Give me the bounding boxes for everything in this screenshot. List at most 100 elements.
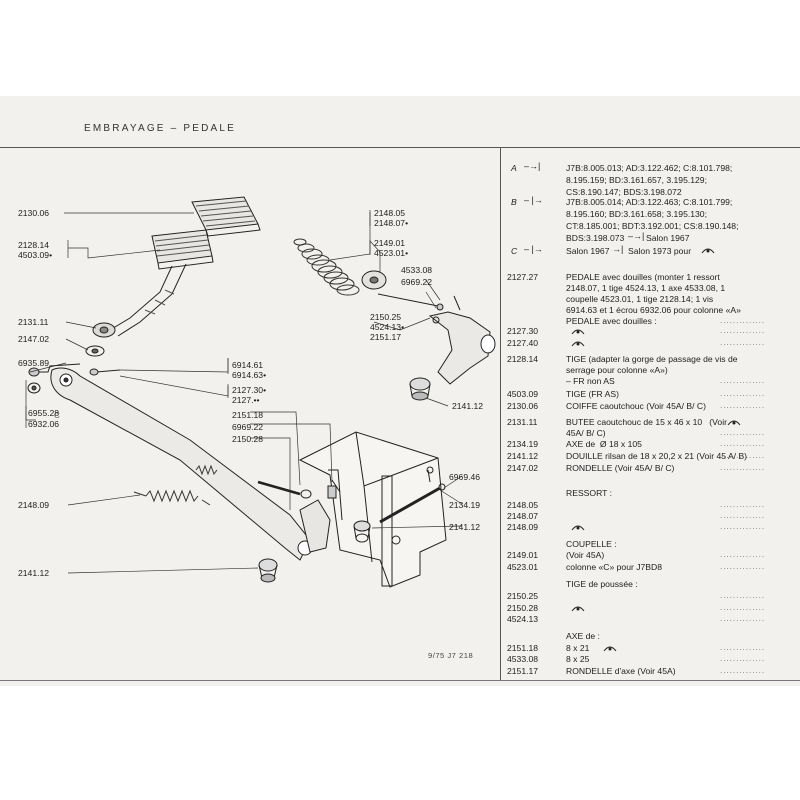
part-description: AXE de Ø 18 x 105 xyxy=(566,439,642,449)
callout-2150-25: 2150.25 xyxy=(370,312,402,322)
pedal-symbol-icon xyxy=(571,329,585,335)
pedal-symbol-icon xyxy=(571,606,585,612)
support-bracket xyxy=(298,431,447,588)
part-description: RONDELLE d'axe (Voir 45A) xyxy=(566,666,676,676)
axe-6969-22-upper xyxy=(453,295,461,311)
callout-4533-08: 4533.08 xyxy=(401,265,433,275)
note-a-arrow: –→| xyxy=(524,161,541,171)
part-description: 8 x 25 xyxy=(566,654,590,664)
part-number: 4523.01 xyxy=(507,562,539,572)
exploded-diagram: C xyxy=(25,196,496,588)
callout-2127-40: 2127.•• xyxy=(232,395,260,405)
part-description: 2148.07, 1 tige 4524.13, 1 axe 4533.08, … xyxy=(566,283,726,293)
callout-2148-07: 2148.07• xyxy=(374,218,409,228)
bushing-axle xyxy=(353,520,371,543)
footer-reference: 9/75 J7 218 xyxy=(428,651,474,660)
part-number: 2127.27 xyxy=(507,272,539,282)
part-number: 2128.14 xyxy=(507,354,539,364)
dotted-leader: .............. xyxy=(720,463,766,472)
fork-yoke xyxy=(428,311,496,385)
callout-2150-28: 2150.28 xyxy=(232,434,264,444)
part-description: BUTEE caoutchouc de 15 x 46 x 10 (Voir xyxy=(566,417,727,427)
note-c-arrow: – |→ xyxy=(524,244,543,254)
note-b-line-4: BDS:3.198.073 xyxy=(566,233,625,243)
footer-rule xyxy=(0,680,800,681)
dotted-leader: .............. xyxy=(720,522,766,531)
return-spring-2148-09 xyxy=(133,489,211,506)
callout-6914-63: 6914.63• xyxy=(232,370,267,380)
nut-6932 xyxy=(27,382,41,394)
callout-2130-06: 2130.06 xyxy=(18,208,50,218)
pedal-symbol-icon xyxy=(701,248,715,254)
part-description: 6914.63 et 1 écrou 6932.06 pour colonne … xyxy=(566,305,741,315)
part-description: colonne «C» pour J7BD8 xyxy=(566,562,663,572)
part-number: 4503.09 xyxy=(507,389,539,399)
callout-2151-18: 2151.18 xyxy=(232,410,264,420)
part-number: 2149.01 xyxy=(507,550,539,560)
callout-2147-02: 2147.02 xyxy=(18,334,50,344)
callout-6969-46: 6969.46 xyxy=(449,472,481,482)
bushing-lower xyxy=(258,558,278,583)
part-description: – FR non AS xyxy=(566,376,615,386)
dotted-leader: .............. xyxy=(720,316,766,325)
callout-4523-01: 4523.01• xyxy=(374,248,409,258)
pedal-pad-front xyxy=(151,229,214,270)
dotted-leader: .............. xyxy=(720,500,766,509)
page-title: EMBRAYAGE – PEDALE xyxy=(84,123,237,134)
callout-2134-19: 2134.19 xyxy=(449,500,481,510)
dotted-leader: .............. xyxy=(720,666,766,675)
part-number: 2130.06 xyxy=(507,401,539,411)
callout-2131-11: 2131.11 xyxy=(18,317,49,327)
dotted-leader: .............. xyxy=(720,591,766,600)
callout-2148-09: 2148.09 xyxy=(18,500,50,510)
callout-6969-22-upper: 6969.22 xyxy=(401,277,433,287)
dotted-leader: .............. xyxy=(720,654,766,663)
part-number: 2151.17 xyxy=(507,666,539,676)
spring-2148-05 xyxy=(293,238,360,296)
note-b-line-1: J7B:8.005.014; AD:3.122.463; C:8.101.799… xyxy=(566,197,733,207)
part-description: TIGE (adapter la gorge de passage de vis… xyxy=(566,354,738,364)
dotted-leader: .............. xyxy=(720,389,766,398)
column-divider xyxy=(500,148,501,680)
part-number: 4533.08 xyxy=(507,654,539,664)
note-a-line-3: CS:8.190.147; BDS:3.198.072 xyxy=(566,187,682,197)
part-number: 2148.07 xyxy=(507,511,539,521)
note-c-arrow-2: →| xyxy=(612,244,624,254)
dotted-leader: .............. xyxy=(720,643,766,652)
part-number: 2148.09 xyxy=(507,522,539,532)
part-description: DOUILLE rilsan de 18 x 20,2 x 21 (Voir 4… xyxy=(566,451,748,461)
dotted-leader: .............. xyxy=(720,376,766,385)
callout-2151-17: 2151.17 xyxy=(370,332,402,342)
part-description: 8 x 21 xyxy=(566,643,590,653)
dotted-leader: .............. xyxy=(720,451,766,460)
part-description: PEDALE avec douilles : xyxy=(566,316,657,326)
pedal-pad-rear xyxy=(191,196,261,237)
callout-6955-28: 6955.28 xyxy=(28,408,60,418)
callout-4503-09: 4503.09• xyxy=(18,250,53,260)
part-description: COUPELLE : xyxy=(566,539,617,549)
pedal-symbol-icon xyxy=(571,525,585,531)
part-number: 2141.12 xyxy=(507,451,539,461)
note-b-arrow-2: –→| xyxy=(628,231,645,241)
pin-6969-46 xyxy=(427,469,431,483)
part-description: TIGE (FR AS) xyxy=(566,389,619,399)
part-description: serrage pour colonne «A») xyxy=(566,365,668,375)
callout-4524-13: 4524.13• xyxy=(370,322,405,332)
callout-2141-12-upper: 2141.12 xyxy=(452,401,484,411)
washer-2147 xyxy=(85,345,105,357)
dotted-leader: .............. xyxy=(720,511,766,520)
dotted-leader: .............. xyxy=(720,614,766,623)
part-description: (Voir 45A) xyxy=(566,550,605,560)
spring-lever xyxy=(195,464,218,476)
mark-letter-c: C xyxy=(54,411,60,420)
pivot-arm xyxy=(299,499,331,553)
pedal-symbol-icon xyxy=(727,420,741,426)
callout-2127-30: 2127.30• xyxy=(232,385,267,395)
dotted-leader: .............. xyxy=(720,338,766,347)
dotted-leader: .............. xyxy=(720,428,766,437)
note-c-letter: C xyxy=(511,246,518,256)
callout-2141-12-axle: 2141.12 xyxy=(449,522,481,532)
callout-6969-22-lower: 6969.22 xyxy=(232,422,264,432)
callout-2148-05: 2148.05 xyxy=(374,208,406,218)
part-description: PEDALE avec douilles (monter 1 ressort xyxy=(566,272,720,282)
